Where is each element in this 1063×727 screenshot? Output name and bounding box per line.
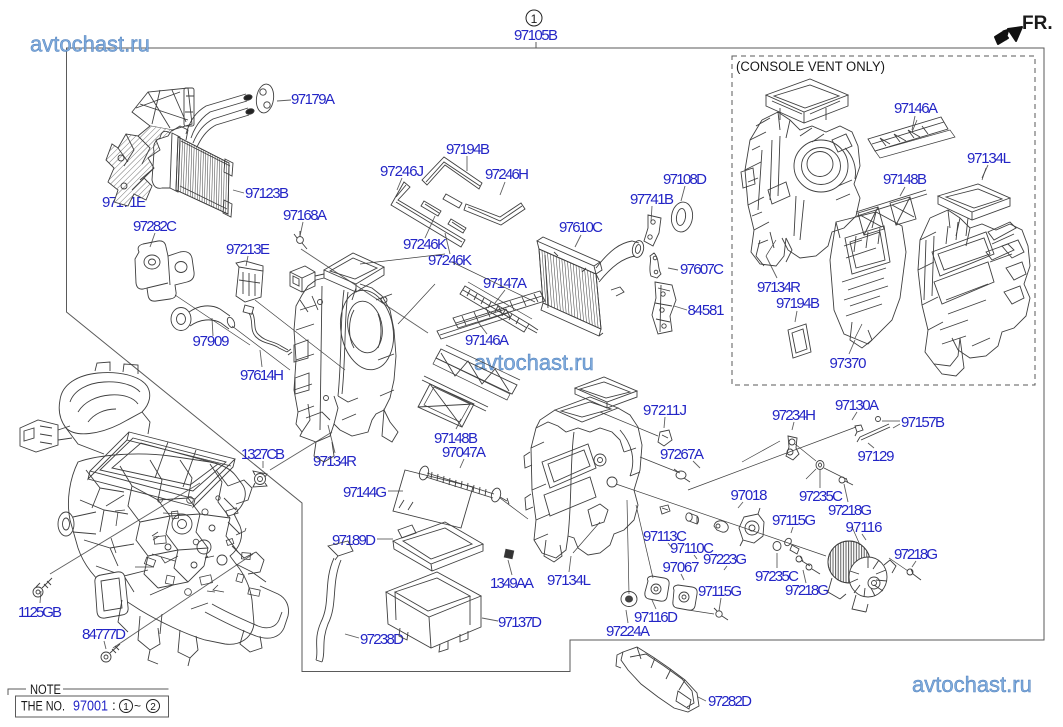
svg-text:97146A: 97146A — [465, 332, 509, 349]
svg-text:97909: 97909 — [193, 333, 230, 350]
svg-text:97116: 97116 — [846, 519, 883, 536]
svg-text:97134L: 97134L — [967, 150, 1011, 167]
svg-text:97246H: 97246H — [485, 166, 529, 183]
svg-text:97134R: 97134R — [313, 453, 357, 470]
svg-text:97137D: 97137D — [498, 614, 542, 631]
svg-text:97148B: 97148B — [434, 430, 478, 447]
svg-text:84581: 84581 — [688, 302, 725, 319]
svg-text:(CONSOLE VENT ONLY): (CONSOLE VENT ONLY) — [736, 59, 885, 74]
svg-text:97370: 97370 — [830, 355, 867, 372]
svg-text:97610C: 97610C — [559, 219, 603, 236]
svg-text:97235C: 97235C — [755, 568, 799, 585]
svg-text:97189D: 97189D — [332, 532, 376, 549]
svg-text:97246K: 97246K — [428, 252, 472, 269]
svg-text:97129: 97129 — [858, 448, 895, 465]
svg-text:avtochast.ru: avtochast.ru — [30, 32, 150, 57]
svg-text:1125GB: 1125GB — [18, 604, 62, 621]
svg-text:97282D: 97282D — [708, 693, 752, 710]
svg-text:97224A: 97224A — [606, 623, 650, 640]
svg-text:2: 2 — [150, 702, 156, 713]
svg-text:97115G: 97115G — [698, 583, 742, 600]
svg-text:97218G: 97218G — [894, 546, 938, 563]
svg-text:~: ~ — [134, 699, 141, 713]
svg-text:97213E: 97213E — [226, 241, 270, 258]
svg-text:97144G: 97144G — [343, 484, 387, 501]
svg-text:97223G: 97223G — [703, 551, 747, 568]
svg-text:avtochast.ru: avtochast.ru — [474, 350, 594, 375]
svg-text:97018: 97018 — [731, 487, 768, 504]
svg-text:97130A: 97130A — [835, 397, 879, 414]
svg-text:97105B: 97105B — [514, 27, 558, 44]
svg-text:avtochast.ru: avtochast.ru — [912, 672, 1032, 697]
svg-text::: : — [112, 698, 116, 713]
svg-text:97113C: 97113C — [643, 528, 687, 545]
svg-text:NOTE: NOTE — [30, 682, 61, 697]
svg-text:97148B: 97148B — [883, 171, 927, 188]
svg-text:1: 1 — [531, 12, 538, 26]
svg-text:97001: 97001 — [73, 698, 108, 715]
svg-text:97607C: 97607C — [680, 261, 724, 278]
svg-text:97108D: 97108D — [663, 171, 707, 188]
svg-text:97282C: 97282C — [133, 218, 177, 235]
svg-text:97246K: 97246K — [403, 236, 447, 253]
svg-text:97218G: 97218G — [828, 502, 872, 519]
svg-text:97110C: 97110C — [670, 540, 714, 557]
svg-text:97168A: 97168A — [283, 207, 327, 224]
svg-text:97134L: 97134L — [547, 572, 591, 589]
svg-text:97194B: 97194B — [776, 295, 820, 312]
svg-text:97134R: 97134R — [757, 279, 801, 296]
svg-text:97235C: 97235C — [799, 488, 843, 505]
svg-text:97047A: 97047A — [442, 444, 486, 461]
svg-text:97218G: 97218G — [785, 582, 829, 599]
svg-text:97234H: 97234H — [772, 407, 816, 424]
svg-text:97116D: 97116D — [634, 609, 678, 626]
svg-text:97246J: 97246J — [380, 163, 424, 180]
svg-text:97123B: 97123B — [245, 185, 289, 202]
svg-text:THE NO.: THE NO. — [21, 699, 65, 714]
svg-text:97157B: 97157B — [901, 414, 945, 431]
svg-text:1: 1 — [123, 702, 129, 713]
svg-text:97147A: 97147A — [483, 275, 527, 292]
svg-text:1349AA: 1349AA — [490, 575, 534, 592]
svg-text:97179A: 97179A — [291, 91, 335, 108]
svg-text:97146A: 97146A — [894, 100, 938, 117]
svg-text:97115G: 97115G — [772, 512, 816, 529]
svg-text:FR.: FR. — [1022, 13, 1053, 34]
svg-text:97238D: 97238D — [360, 631, 404, 648]
svg-text:97067: 97067 — [663, 559, 700, 576]
svg-text:84777D: 84777D — [82, 626, 126, 643]
svg-text:97194B: 97194B — [446, 141, 490, 158]
svg-text:97741B: 97741B — [630, 191, 674, 208]
svg-text:97211J: 97211J — [643, 402, 687, 419]
svg-text:97267A: 97267A — [660, 446, 704, 463]
svg-text:1327CB: 1327CB — [241, 446, 285, 463]
svg-text:97614H: 97614H — [240, 367, 284, 384]
